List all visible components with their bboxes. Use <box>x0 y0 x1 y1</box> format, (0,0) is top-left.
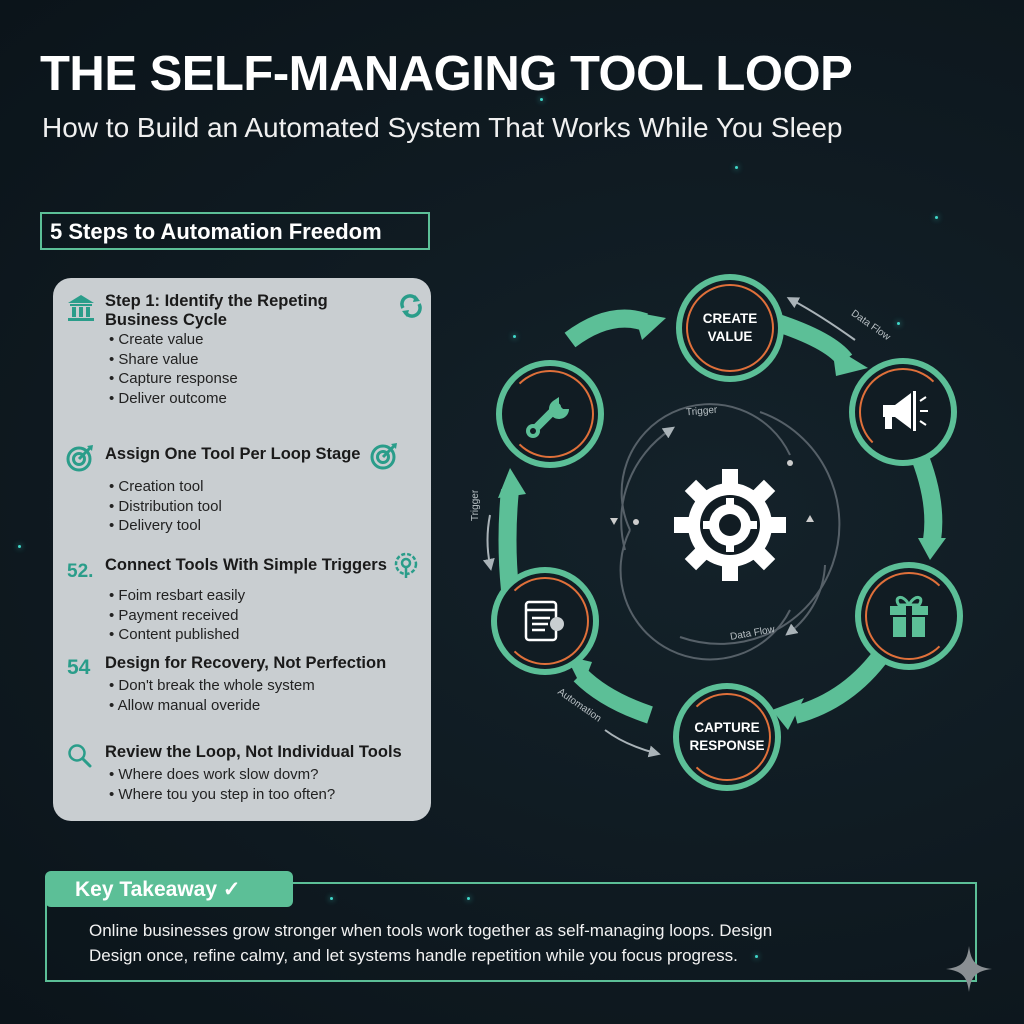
bullet: Create value <box>105 330 238 350</box>
node-label: CREATE VALUE <box>703 310 758 346</box>
takeaway-line: Online businesses grow stronger when too… <box>89 921 773 940</box>
page-subtitle: How to Build an Automated System That Wo… <box>42 112 843 143</box>
bullet: Content published <box>105 625 245 645</box>
bullet: Don't break the whole system <box>105 676 314 696</box>
steps-heading: 5 Steps to Automation Freedom <box>40 212 430 250</box>
refresh-icon <box>400 294 422 318</box>
bullet: Creation tool <box>105 477 222 497</box>
step-bullets: Create value Share value Capture respons… <box>105 330 238 409</box>
steps-panel: Step 1: Identify the Repeting Business C… <box>53 278 431 821</box>
decor-dot <box>755 955 758 958</box>
accent-ring <box>506 370 594 458</box>
node-label-line: VALUE <box>707 329 753 344</box>
node-label-line: CAPTURE <box>694 720 760 735</box>
gear-cycle-icon <box>674 469 786 581</box>
flow-label-trigger: Trigger <box>470 489 482 522</box>
step-title: Review the Loop, Not Individual Tools <box>105 743 402 761</box>
node-tool[interactable] <box>496 360 604 468</box>
page-title: THE SELF-MANAGING TOOL LOOP <box>40 47 853 101</box>
step-bullets: Where does work slow dovm? Where tou you… <box>105 765 335 804</box>
decor-dot <box>330 897 333 900</box>
takeaway-box <box>45 882 977 982</box>
search-icon <box>68 744 92 768</box>
node-capture-response[interactable]: CAPTURE RESPONSE <box>673 683 781 791</box>
accent-ring <box>865 572 953 660</box>
decor-dot <box>513 335 516 338</box>
step-number: 52. <box>67 561 94 582</box>
bullet: Deliver outcome <box>105 389 238 409</box>
loop-diagram: CREATE VALUE CAPTURE RESPONSE <box>470 260 990 800</box>
bullet: Distribution tool <box>105 497 221 517</box>
node-label: CAPTURE RESPONSE <box>689 719 764 755</box>
takeaway-line: Design once, refine calmy, and let syste… <box>89 946 738 965</box>
step-number: 54 <box>67 656 91 679</box>
bullet: Delivery tool <box>105 516 222 536</box>
node-form[interactable] <box>491 567 599 675</box>
decor-dot <box>467 897 470 900</box>
bullet: Where does work slow dovm? <box>105 765 335 785</box>
accent-ring <box>859 368 947 456</box>
bullet: Payment received <box>105 606 245 626</box>
bullet: Capture response <box>105 369 237 389</box>
step-bullets: Don't break the whole system Allow manua… <box>105 676 315 715</box>
gear-pin-icon <box>394 552 418 578</box>
step-title: Assign One Tool Per Loop Stage <box>105 445 361 463</box>
decor-dot <box>18 545 21 548</box>
decor-dot <box>935 216 938 219</box>
bank-icon <box>68 295 94 321</box>
takeaway-label: Key Takeaway ✓ <box>45 871 293 907</box>
step-title: Step 1: Identify the Repeting Business C… <box>105 292 328 329</box>
bullet: Allow manual overide <box>105 696 315 716</box>
node-label-line: RESPONSE <box>689 738 765 753</box>
step-title: Design for Recovery, Not Perfection <box>105 654 387 672</box>
target-icon <box>66 445 93 472</box>
node-label-line: CREATE <box>702 311 758 326</box>
step-bullets: Foim resbart easily Payment received Con… <box>105 586 245 645</box>
node-share[interactable] <box>849 358 957 466</box>
accent-ring <box>686 284 774 372</box>
bullet: Where tou you step in too often? <box>105 785 335 805</box>
step-title: Connect Tools With Simple Triggers <box>105 556 387 574</box>
takeaway-text: Online businesses grow stronger when too… <box>89 918 929 968</box>
accent-ring <box>683 693 771 781</box>
target-icon <box>370 443 397 470</box>
sparkle-icon <box>946 946 992 992</box>
decor-dot <box>540 98 543 101</box>
decor-dot <box>735 166 738 169</box>
step-bullets: Creation tool Distribution tool Delivery… <box>105 477 222 536</box>
node-create-value[interactable]: CREATE VALUE <box>676 274 784 382</box>
node-deliver[interactable] <box>855 562 963 670</box>
decor-dot <box>897 322 900 325</box>
bullet: Foim resbart easily <box>105 586 245 606</box>
bullet: Share value <box>105 350 238 370</box>
accent-ring <box>501 577 589 665</box>
